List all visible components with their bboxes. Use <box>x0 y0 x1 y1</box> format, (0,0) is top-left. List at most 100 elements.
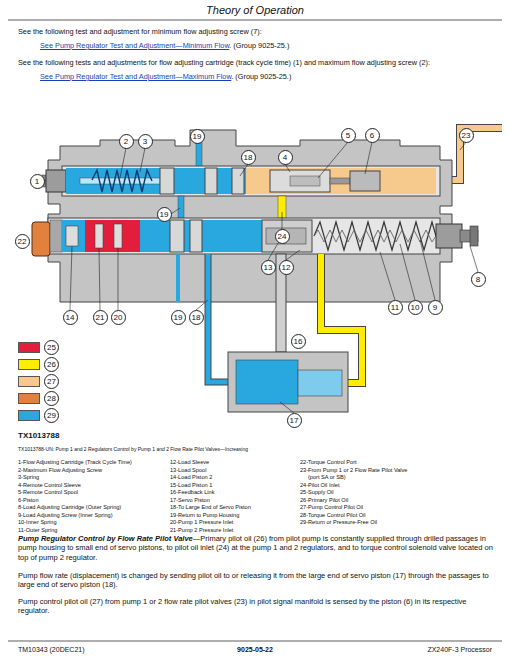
upper-bore <box>62 166 440 196</box>
key-entry: 25-Supply Oil <box>300 489 420 497</box>
key-entry: 18-To Large End of Servo Piston <box>170 504 298 512</box>
footer-text: 9025-05-22 <box>195 645 315 654</box>
servo-housing <box>228 352 348 412</box>
leader-line <box>400 244 415 300</box>
callout-number: 21 <box>93 310 108 325</box>
callout-number: 2 <box>119 134 134 149</box>
legend-swatch <box>18 342 40 353</box>
lower-bore <box>48 218 440 254</box>
leader-line <box>318 142 348 178</box>
callout-number: 19 <box>157 207 172 222</box>
text-group: 22-Torque Control Port23-From Pump 1 or … <box>300 459 420 527</box>
text-label: See the following tests and adjustments … <box>18 58 506 67</box>
key-entry: 15-Load Piston 1 <box>170 482 298 490</box>
leader-line <box>282 212 283 229</box>
supply-oil-chamber <box>85 220 140 252</box>
body-paragraph: Pump control pilot oil (27) from pump 1 … <box>18 597 498 616</box>
lock-nut <box>470 226 478 246</box>
load-piston <box>95 224 103 248</box>
key-entry: 13-Load Spool <box>170 467 298 475</box>
legend-swatch <box>18 393 40 404</box>
key-entry: 20-Pump 1 Pressure Inlet <box>170 519 298 527</box>
callout-number: 20 <box>111 310 126 325</box>
footer-text: ZX240F-3 Processor <box>342 645 492 654</box>
callout-number: 23 <box>459 128 474 143</box>
remote-control-sleeve <box>270 170 330 192</box>
leader-line <box>99 248 100 310</box>
callout-number: 11 <box>388 300 403 315</box>
piston-rod <box>330 178 350 184</box>
load-piston <box>66 226 78 246</box>
paragraph-heading: Pump Regulator Control by Flow Rate Pilo… <box>18 534 200 543</box>
callout-number: 14 <box>63 310 78 325</box>
key-entry: 23-From Pump 1 or 2 Flow Rate Pilot Valv… <box>300 467 420 482</box>
callout-number: 9 <box>428 300 443 315</box>
leader-line <box>240 164 248 176</box>
callout-number: 3 <box>138 134 153 149</box>
key-entry: 4-Remote Control Sleeve <box>18 482 168 490</box>
callout-number: 22 <box>15 234 30 249</box>
regulator-body <box>32 128 502 412</box>
body-paragraph: Pump flow rate (displacement) is changed… <box>18 571 498 590</box>
key-entry: 17-Servo Piston <box>170 497 298 505</box>
spring-symbol <box>92 170 152 192</box>
spool-land <box>190 220 202 252</box>
spool-land <box>170 220 184 252</box>
legend-swatch <box>18 376 40 387</box>
outer-spring <box>314 222 436 250</box>
key-entry: 16-Feedback Link <box>170 489 298 497</box>
servo-large-end <box>236 360 298 404</box>
cross-reference-link: See Pump Regulator Test and Adjustment—M… <box>40 72 231 81</box>
leader-line <box>380 252 395 300</box>
return-oil-chamber <box>140 220 262 252</box>
text-group: 1-Flow Adjusting Cartridge (Track Cycle … <box>18 459 168 534</box>
figure-caption: TX1013788-UN: Pump 1 and 2 Regulators Co… <box>18 446 498 452</box>
legend-number: 28 <box>44 391 59 406</box>
callout-number: 1 <box>30 174 45 189</box>
key-entry: 26-Primary Pilot Oil <box>300 497 420 505</box>
leader-lines <box>37 142 478 413</box>
key-entry: 8-Load Adjusting Cartridge (Outer Spring… <box>18 504 168 512</box>
key-entry: 9-Load Adjusting Screw (Inner Spring) <box>18 512 168 520</box>
page-header: Theory of Operation <box>0 4 510 16</box>
key-entry: 11-Outer Spring <box>18 527 168 535</box>
legend-number: 29 <box>44 408 59 423</box>
flow-adjusting-cartridge <box>46 170 66 192</box>
leader-line <box>365 142 372 174</box>
leader-line <box>420 240 435 300</box>
key-entry: 10-Inner Spring <box>18 519 168 527</box>
leader-line <box>118 248 119 310</box>
key-entry: 2-Maximum Flow Adjusting Screw <box>18 467 168 475</box>
leader-line <box>285 164 290 172</box>
load-piston <box>114 224 122 248</box>
text-label: . (Group 9025-25.) <box>231 72 291 81</box>
callout-number: 13 <box>261 260 276 275</box>
key-entry: 22-Torque Control Port <box>300 459 420 467</box>
callout-number: 17 <box>287 413 302 428</box>
legend-swatch <box>18 410 40 421</box>
spool-land <box>232 168 244 194</box>
leader-line <box>470 246 478 272</box>
footer-rule <box>8 641 502 642</box>
return-passage <box>178 196 184 218</box>
header-rule <box>8 20 502 21</box>
callout-number: 18 <box>189 310 204 325</box>
text-label: . (Group 9025-25.) <box>229 41 289 50</box>
legend-swatch <box>18 359 40 370</box>
figure-id: TX1013788 <box>18 431 59 440</box>
footer-text: TM10343 (20DEC21) <box>18 645 168 654</box>
callout-number: 6 <box>365 128 380 143</box>
torque-control-port <box>32 222 50 256</box>
minimum-flow-screw <box>50 220 62 252</box>
legend-number: 27 <box>44 374 59 389</box>
key-entry: 6-Piston <box>18 497 168 505</box>
text-group: See Pump Regulator Test and Adjustment—M… <box>40 72 500 81</box>
leader-line <box>171 208 180 214</box>
text-label: See the following test and adjustment fo… <box>18 27 506 36</box>
cross-reference-link: See Pump Regulator Test and Adjustment—M… <box>40 41 229 50</box>
callout-number: 5 <box>341 128 356 143</box>
key-entry: 19-Return to Pump Housing <box>170 512 298 520</box>
leader-line <box>70 246 72 310</box>
remote-control-spool <box>290 176 320 186</box>
